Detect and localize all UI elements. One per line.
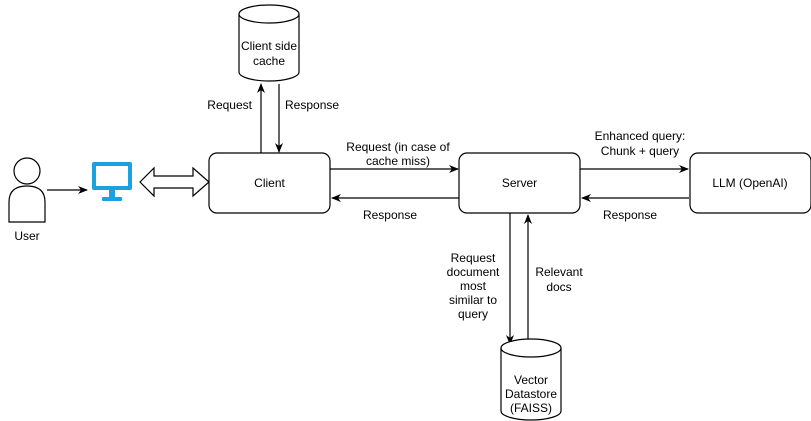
vector-store-label-line1: Vector bbox=[514, 373, 548, 387]
monitor-base bbox=[102, 197, 122, 201]
server-to-client-label: Response bbox=[363, 208, 417, 222]
user-body-icon bbox=[8, 185, 46, 223]
vector-datastore: Vector Datastore (FAISS) bbox=[500, 338, 562, 421]
client-cache-label-line2: cache bbox=[253, 54, 285, 68]
monitor-neck bbox=[109, 190, 115, 197]
server-to-llm-label-line1: Enhanced query: bbox=[595, 129, 686, 143]
server-to-llm-label-line2: Chunk + query bbox=[601, 144, 679, 158]
client-to-cache-label: Request bbox=[207, 98, 252, 112]
server-to-vector-label-line1: Request bbox=[451, 251, 496, 265]
client-label: Client bbox=[254, 176, 285, 190]
monitor-icon bbox=[92, 162, 132, 201]
cache-to-client-label: Response bbox=[285, 98, 339, 112]
llm-label: LLM (OpenAI) bbox=[712, 176, 787, 190]
llm-node: LLM (OpenAI) bbox=[689, 152, 811, 214]
server-to-vector-label-line3: most bbox=[460, 279, 487, 293]
user-head-icon bbox=[13, 157, 41, 185]
server-node: Server bbox=[458, 152, 581, 214]
client-node: Client bbox=[208, 152, 331, 214]
llm-to-server-label: Response bbox=[603, 208, 657, 222]
server-label: Server bbox=[502, 176, 537, 190]
client-cache-datastore: Client side cache bbox=[238, 4, 300, 82]
client-to-server-label-line1: Request (in case of bbox=[346, 140, 450, 154]
client-cache-label-line1: Client side bbox=[241, 39, 297, 53]
vector-to-server-label-line1: Relevant bbox=[535, 265, 583, 279]
server-to-vector-label-line2: document bbox=[447, 265, 500, 279]
server-to-vector-label-line4: similar to bbox=[449, 293, 497, 307]
user-actor: User bbox=[8, 157, 46, 243]
server-to-vector-label-line5: query bbox=[458, 307, 488, 321]
computer-client-double-arrow bbox=[139, 166, 210, 198]
monitor-screen bbox=[96, 166, 128, 186]
user-label: User bbox=[14, 229, 39, 243]
vector-store-label-line3: (FAISS) bbox=[510, 401, 552, 415]
vector-to-server-label-line2: docs bbox=[546, 280, 571, 294]
vector-store-label-line2: Datastore bbox=[505, 387, 557, 401]
client-to-server-label-line2: cache miss) bbox=[366, 154, 430, 168]
